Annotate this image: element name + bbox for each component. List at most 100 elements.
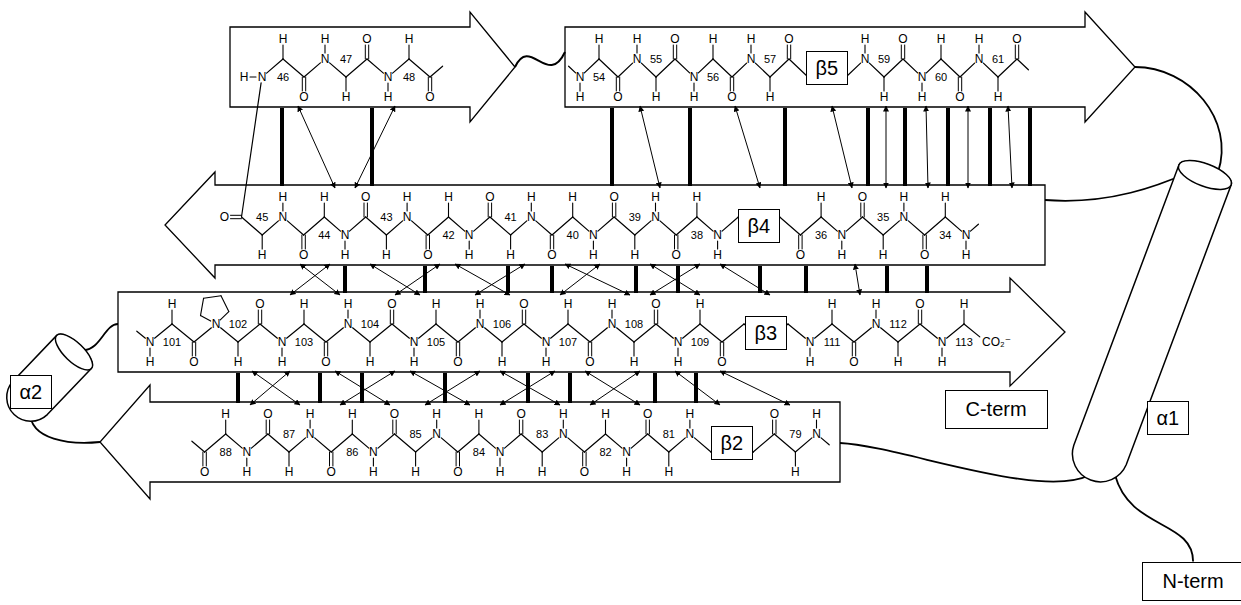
ch-bond	[897, 342, 898, 356]
atom-label: N	[410, 336, 419, 348]
ch-bond	[288, 452, 289, 466]
atom-label: H	[894, 356, 903, 368]
nh-bond	[282, 203, 283, 211]
atom-label: H	[806, 356, 815, 368]
atom-label: H	[234, 356, 243, 368]
double-bond-line	[522, 310, 523, 324]
atom-label: N	[713, 229, 722, 241]
backbone-bond	[788, 324, 805, 338]
helix-cylinder: α2	[5, 327, 84, 412]
backbone-bond	[569, 66, 576, 73]
atom-label: O	[915, 298, 924, 310]
atom-label: N	[212, 318, 221, 330]
double-bond-line	[961, 77, 962, 91]
double-bond-line	[776, 420, 777, 434]
atom-label: O	[519, 298, 528, 310]
nh-bond	[407, 203, 408, 211]
ch-bond	[415, 452, 416, 466]
atom-label: H	[601, 408, 610, 420]
loop-connector	[840, 443, 1090, 482]
backbone-bond	[441, 438, 458, 452]
noe-arrow	[335, 371, 390, 405]
backbone-bond	[542, 438, 559, 452]
atom-label: H	[879, 249, 888, 261]
backbone-bond	[287, 221, 303, 235]
atom-label: O	[920, 249, 929, 261]
backbone-bond	[883, 221, 899, 235]
backbone-bond	[846, 63, 861, 77]
proline-ring	[204, 296, 221, 298]
double-bond-line	[1018, 45, 1019, 59]
atom-label: H	[432, 408, 441, 420]
ch-bond	[352, 420, 353, 434]
residue-number: 61	[992, 54, 1004, 65]
double-bond-line	[231, 218, 242, 219]
noe-arrow	[290, 264, 330, 295]
terminus-label: N-term	[1163, 571, 1224, 591]
ch-bond	[699, 310, 700, 324]
carboxylate-label: CO₂⁻	[982, 336, 1011, 348]
strand-outline	[565, 12, 1135, 122]
residue-number: 88	[220, 447, 232, 458]
short-strand-arrow	[230, 12, 515, 122]
helix-label: α2	[10, 375, 53, 409]
atom-label: O	[189, 356, 198, 368]
nh-bond	[310, 420, 311, 428]
atom-label: N	[747, 53, 756, 65]
nh-bond	[655, 203, 656, 211]
atom-label: H	[962, 249, 971, 261]
double-bond-line	[649, 420, 650, 434]
double-bond-line	[491, 203, 492, 217]
hbond-bar	[1028, 108, 1032, 186]
backbone-bond	[920, 324, 937, 338]
residue-number: 86	[346, 447, 358, 458]
ch-bond	[598, 45, 599, 59]
backbone-bond	[568, 438, 585, 452]
atom-label: H	[918, 91, 927, 103]
atom-label: O	[547, 249, 556, 261]
atom-label: H	[630, 356, 639, 368]
noe-arrow	[500, 371, 560, 405]
atom-label: N	[384, 71, 393, 83]
backbone-bond	[821, 438, 829, 445]
atom-label: O	[390, 408, 399, 420]
hbond-bar	[783, 108, 787, 186]
atom-label: O	[784, 33, 793, 45]
hbond-bar	[804, 266, 808, 293]
atom-label: H	[633, 33, 642, 45]
atom-label: H	[709, 33, 718, 45]
atom-label: H	[242, 466, 251, 478]
hbond-bar	[280, 108, 284, 186]
residue-number: 105	[427, 337, 445, 348]
backbone-bond	[656, 324, 673, 338]
nh-bond	[479, 310, 480, 318]
double-bond-line	[860, 203, 861, 217]
atom-label: H	[994, 91, 1003, 103]
atom-label: O	[858, 191, 867, 203]
noe-arrow	[250, 371, 290, 405]
atom-label: H	[872, 298, 881, 310]
double-bond-line	[582, 452, 583, 466]
double-bond-line	[677, 235, 678, 249]
atom-label: O	[672, 249, 681, 261]
double-bond-line	[431, 77, 432, 91]
double-bond-line	[673, 45, 674, 59]
hbond-bar	[688, 108, 692, 186]
backbone-bond	[780, 217, 801, 235]
backbone-bond	[326, 328, 343, 342]
backbone-bond	[485, 328, 502, 342]
strand-label: β3	[745, 316, 788, 350]
nh-bond	[579, 83, 580, 91]
atom-label: N	[279, 211, 288, 223]
double-bond-line	[918, 310, 919, 324]
double-bond-line	[926, 235, 927, 249]
atom-label: N	[589, 229, 598, 241]
double-bond-line	[720, 342, 721, 356]
atom-label: N	[432, 428, 441, 440]
residue-number: 35	[877, 212, 889, 223]
double-bond-line	[519, 420, 520, 434]
backbone-bond	[367, 59, 383, 73]
noe-arrow	[300, 264, 340, 295]
atom-label: H	[321, 33, 330, 45]
noe-arrow	[340, 371, 395, 405]
